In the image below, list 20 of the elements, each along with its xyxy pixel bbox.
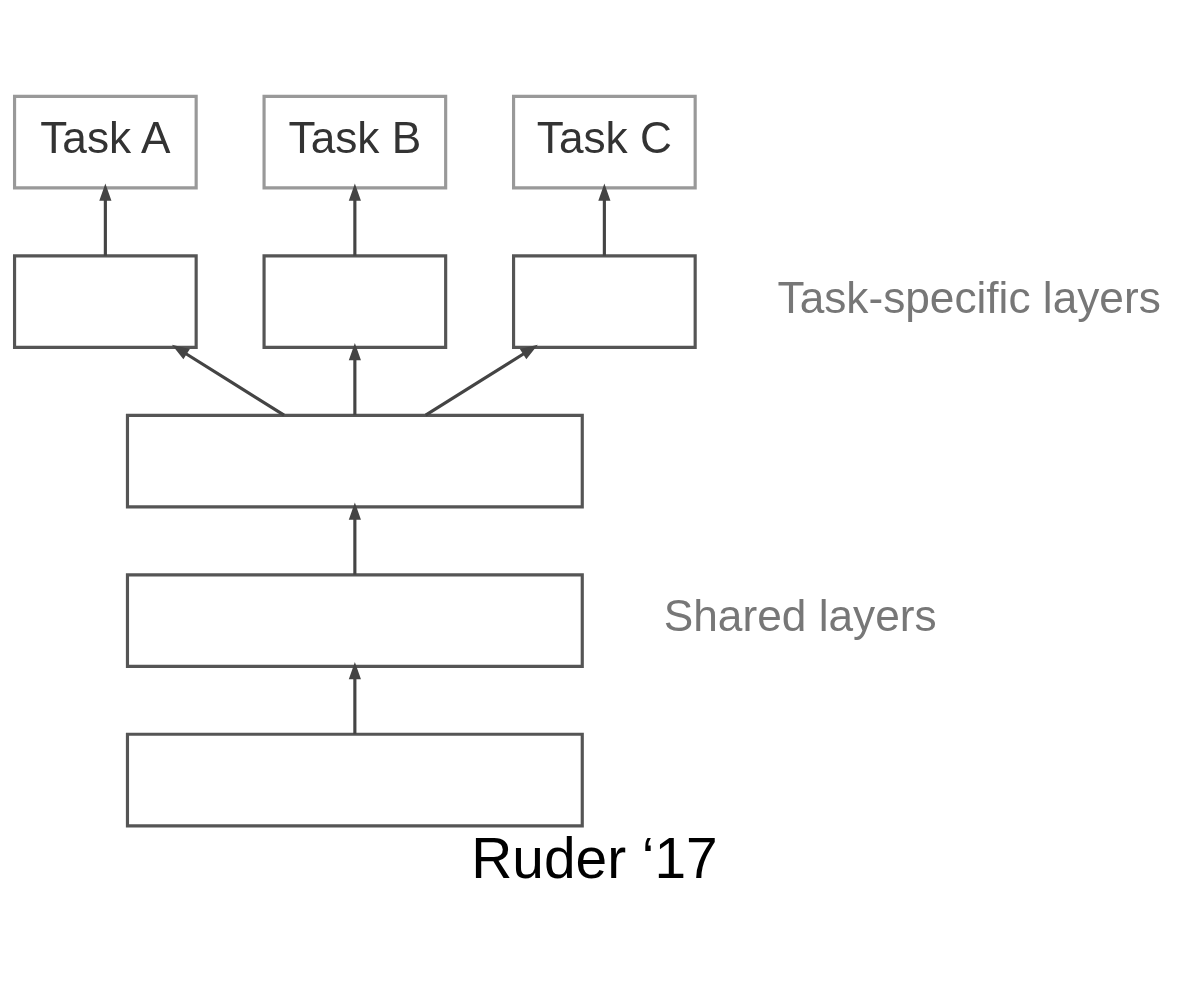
arrow xyxy=(424,344,538,417)
arrow xyxy=(99,183,112,256)
arrow xyxy=(348,183,361,256)
node-box: Task A xyxy=(13,94,198,190)
arrow xyxy=(598,183,611,256)
node-box xyxy=(125,413,584,509)
node-box xyxy=(512,254,697,349)
caption: Ruder ‘17 xyxy=(471,826,718,890)
node-box xyxy=(125,573,584,668)
arrow xyxy=(348,661,361,735)
node-box xyxy=(262,254,448,349)
node-box xyxy=(13,254,198,349)
arrow xyxy=(348,502,361,575)
arrow xyxy=(348,342,361,416)
arrow xyxy=(171,344,285,417)
node-box: Task B xyxy=(262,94,448,190)
node-box: Task C xyxy=(512,94,697,190)
label: Task-specific layers xyxy=(777,272,1161,322)
label: Shared layers xyxy=(663,591,937,641)
node-box xyxy=(125,732,584,828)
